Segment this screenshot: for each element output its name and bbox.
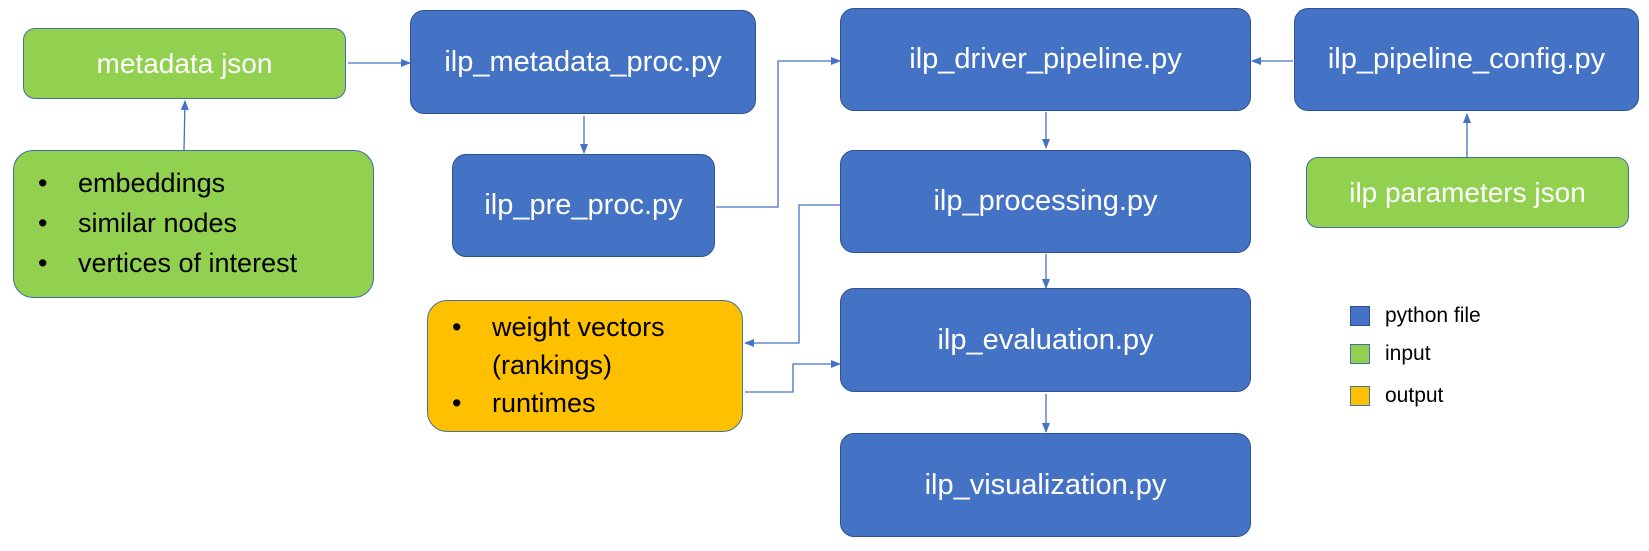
edge-output-to-evaluation bbox=[745, 360, 841, 393]
driver-pipeline-label: ilp_driver_pipeline.py bbox=[909, 43, 1182, 75]
legend-label-input: input bbox=[1385, 342, 1431, 365]
legend-swatch-python-file bbox=[1350, 306, 1370, 326]
input-list: •embeddings •similar nodes •vertices of … bbox=[14, 163, 373, 283]
visualization-label: ilp_visualization.py bbox=[924, 468, 1167, 501]
bullet-icon: • bbox=[452, 388, 462, 418]
evaluation-label: ilp_evaluation.py bbox=[937, 323, 1154, 356]
bullet-icon: • bbox=[38, 208, 48, 238]
driver-pipeline-node: ilp_driver_pipeline.py bbox=[840, 8, 1251, 111]
pre-proc-node: ilp_pre_proc.py bbox=[452, 154, 715, 257]
metadata-json-node: metadata json bbox=[23, 28, 346, 99]
output-list: •weight vectors (rankings) •runtimes bbox=[428, 308, 742, 422]
pipeline-config-label: ilp_pipeline_config.py bbox=[1327, 43, 1606, 75]
processing-node: ilp_processing.py bbox=[840, 150, 1251, 253]
processing-label: ilp_processing.py bbox=[933, 185, 1158, 217]
edge-input-list-to-metadata-json bbox=[180, 100, 189, 151]
legend-swatch-input bbox=[1350, 344, 1370, 364]
parameters-json-label: ilp parameters json bbox=[1349, 176, 1586, 208]
input-list-item: •vertices of interest bbox=[14, 243, 373, 283]
metadata-proc-node: ilp_metadata_proc.py bbox=[410, 10, 756, 114]
metadata-json-label: metadata json bbox=[96, 47, 273, 79]
legend-swatch-output bbox=[1350, 386, 1370, 406]
output-list-item: •runtimes bbox=[428, 384, 742, 422]
input-list-item: •embeddings bbox=[14, 163, 373, 203]
parameters-json-node: ilp parameters json bbox=[1306, 157, 1629, 228]
edge-processing-to-output bbox=[744, 204, 841, 347]
bullet-icon: • bbox=[452, 312, 462, 342]
input-list-node: •embeddings •similar nodes •vertices of … bbox=[13, 150, 374, 298]
evaluation-node: ilp_evaluation.py bbox=[840, 288, 1251, 392]
bullet-icon: • bbox=[38, 168, 48, 198]
output-list-item: •weight vectors (rankings) bbox=[428, 308, 742, 384]
pre-proc-label: ilp_pre_proc.py bbox=[484, 189, 683, 221]
visualization-node: ilp_visualization.py bbox=[840, 433, 1251, 537]
edge-pre-proc-to-driver-pipeline bbox=[716, 57, 841, 208]
legend-label-python-file: python file bbox=[1385, 304, 1481, 327]
pipeline-config-node: ilp_pipeline_config.py bbox=[1294, 8, 1639, 111]
bullet-icon: • bbox=[38, 248, 48, 278]
metadata-proc-label: ilp_metadata_proc.py bbox=[444, 45, 722, 78]
input-list-item: •similar nodes bbox=[14, 203, 373, 243]
legend-label-output: output bbox=[1385, 384, 1444, 407]
output-list-node: •weight vectors (rankings) •runtimes bbox=[427, 300, 743, 432]
